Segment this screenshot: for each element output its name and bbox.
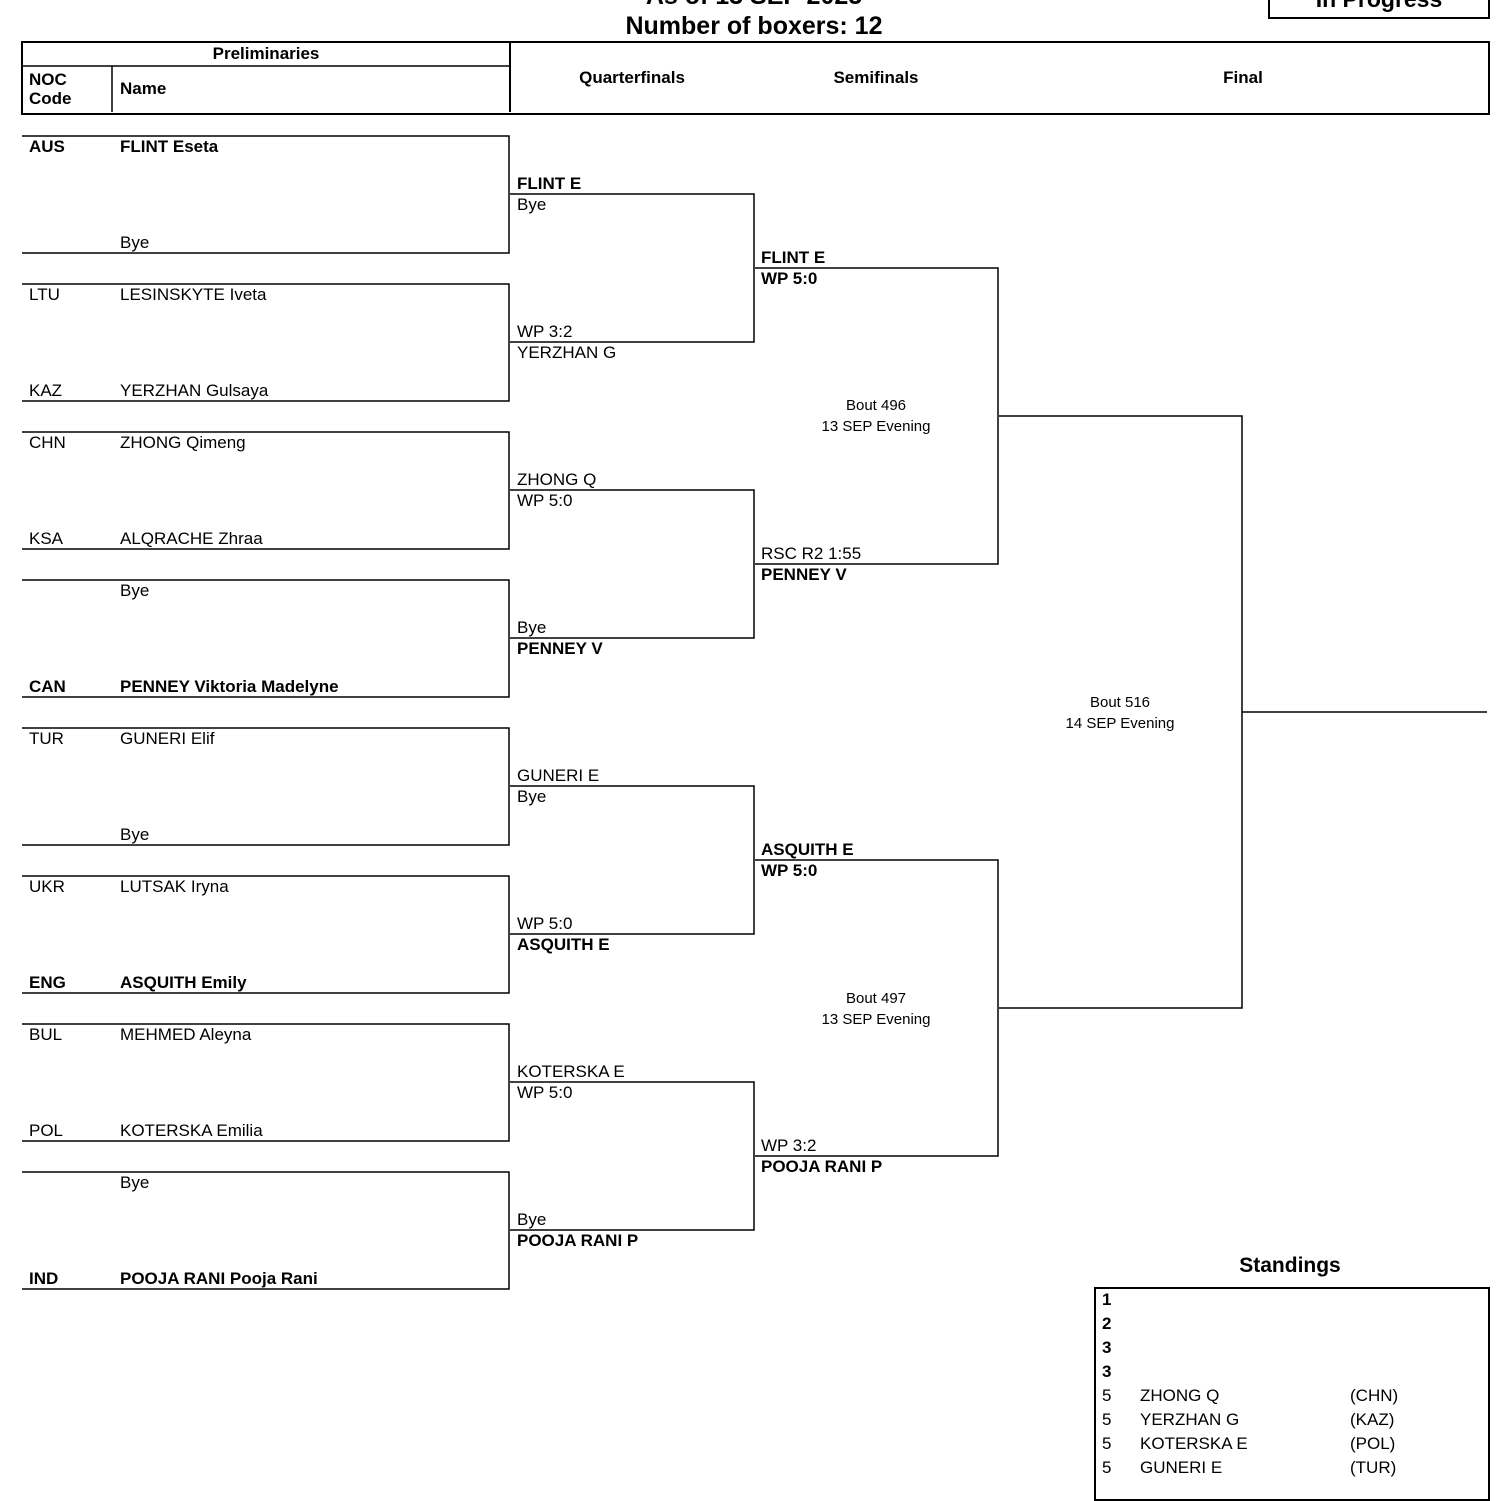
sf-lower-label: WP 5:0 (761, 861, 818, 880)
bout-497: Bout 497 13 SEP Evening (776, 988, 976, 1030)
boxer-name: LUTSAK Iryna (120, 877, 229, 896)
bout-label: Bout 496 (845, 397, 907, 414)
noc-code: AUS (29, 137, 65, 156)
boxer-name: ALQRACHE Zhraa (120, 529, 263, 548)
noc-code: KSA (29, 529, 64, 548)
boxer-name: Bye (120, 1173, 150, 1192)
boxer-name: MEHMED Aleyna (120, 1025, 252, 1044)
standings-name: ZHONG Q (1140, 1386, 1220, 1405)
standings-name: KOTERSKA E (1140, 1434, 1248, 1453)
sf-upper-label: FLINT E (761, 248, 826, 267)
boxer-name: GUNERI Elif (120, 729, 215, 748)
sf-lower-label: PENNEY V (761, 565, 847, 584)
noc-code: BUL (29, 1025, 63, 1044)
noc-code: TUR (29, 729, 64, 748)
boxer-name: Bye (120, 233, 150, 252)
quarterfinals-header: Quarterfinals (579, 68, 685, 87)
preliminaries-header: Preliminaries (212, 44, 320, 63)
boxer-name: LESINSKYTE Iveta (120, 285, 267, 304)
noc-code: POL (29, 1121, 64, 1140)
sf-lower-label: POOJA RANI P (761, 1157, 883, 1176)
qf-lower-label: PENNEY V (517, 639, 603, 658)
standings-rank: 3 (1102, 1338, 1112, 1357)
sf-lower-label: WP 5:0 (761, 269, 818, 288)
bout-label: Bout 497 (845, 990, 907, 1007)
qf-lower-label: Bye (517, 787, 547, 806)
noc-code: CHN (29, 433, 66, 452)
boxer-name: ZHONG Qimeng (120, 433, 246, 452)
sf-upper-label: WP 3:2 (761, 1136, 817, 1155)
standings-rank: 5 (1102, 1410, 1112, 1429)
noc-code: ENG (29, 973, 66, 992)
semifinals-header: Semifinals (833, 68, 919, 87)
qf-upper-label: Bye (517, 618, 547, 637)
noc-code: IND (29, 1269, 59, 1288)
qf-lower-label: WP 5:0 (517, 491, 573, 510)
qf-lower-label: Bye (517, 195, 547, 214)
boxer-name: POOJA RANI Pooja Rani (120, 1269, 318, 1288)
bout-496: Bout 496 13 SEP Evening (776, 395, 976, 437)
standings-noc: (KAZ) (1350, 1410, 1395, 1429)
qf-upper-label: Bye (517, 1210, 547, 1229)
standings-rank: 5 (1102, 1458, 1112, 1477)
qf-upper-label: GUNERI E (517, 766, 600, 785)
qf-lower-label: YERZHAN G (517, 343, 617, 362)
standings-rank: 5 (1102, 1386, 1112, 1405)
qf-lower-label: WP 5:0 (517, 1083, 573, 1102)
boxer-name: YERZHAN Gulsaya (120, 381, 269, 400)
qf-upper-label: WP 3:2 (517, 322, 573, 341)
noc-code-header: NOC Code (29, 70, 72, 108)
name-header: Name (120, 79, 167, 98)
as-of-date: As of 13 SEP 2025 (504, 0, 1004, 11)
boxers-count: Number of boxers: 12 (625, 12, 883, 40)
boxer-name: PENNEY Viktoria Madelyne (120, 677, 339, 696)
bout-time: 14 SEP Evening (1065, 715, 1175, 732)
bout-time: 13 SEP Evening (821, 418, 931, 435)
qf-upper-label: KOTERSKA E (517, 1062, 625, 1081)
bout-label: Bout 516 (1089, 694, 1151, 711)
sf-upper-label: ASQUITH E (761, 840, 854, 859)
bout-time: 13 SEP Evening (821, 1011, 931, 1028)
boxer-name: FLINT Eseta (120, 137, 219, 156)
standings-rank: 1 (1102, 1290, 1112, 1309)
standings-noc: (POL) (1350, 1434, 1396, 1453)
standings-rank: 3 (1102, 1362, 1112, 1381)
noc-code: KAZ (29, 381, 63, 400)
boxer-name: ASQUITH Emily (120, 973, 247, 992)
standings-rank: 5 (1102, 1434, 1112, 1453)
standings-name: GUNERI E (1140, 1458, 1223, 1477)
standings-rank: 2 (1102, 1314, 1112, 1333)
standings-noc: (TUR) (1350, 1458, 1397, 1477)
final-header: Final (1223, 68, 1263, 87)
status-badge: In Progress (1268, 0, 1490, 19)
qf-lower-label: ASQUITH E (517, 935, 610, 954)
boxer-name: KOTERSKA Emilia (120, 1121, 263, 1140)
column-header (21, 41, 1490, 115)
qf-upper-label: WP 5:0 (517, 914, 573, 933)
noc-code: CAN (29, 677, 66, 696)
boxer-name: Bye (120, 581, 150, 600)
standings-noc: (CHN) (1350, 1386, 1399, 1405)
qf-upper-label: ZHONG Q (517, 470, 597, 489)
sf-upper-label: RSC R2 1:55 (761, 544, 862, 563)
standings-title: Standings (1239, 1254, 1341, 1277)
standings-name: YERZHAN G (1140, 1410, 1240, 1429)
noc-code: LTU (29, 285, 60, 304)
noc-code: UKR (29, 877, 65, 896)
bout-516: Bout 516 14 SEP Evening (1020, 692, 1220, 734)
qf-lower-label: POOJA RANI P (517, 1231, 639, 1250)
qf-upper-label: FLINT E (517, 174, 582, 193)
boxer-name: Bye (120, 825, 150, 844)
